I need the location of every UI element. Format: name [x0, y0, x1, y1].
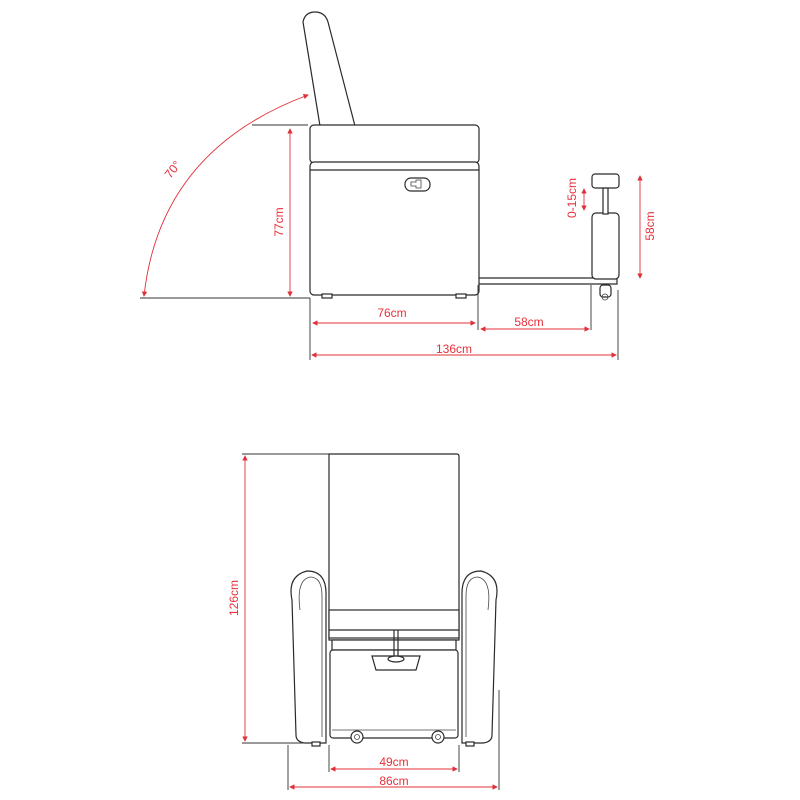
- footrest-height-label: 58cm: [643, 211, 657, 240]
- footrest-rail: [479, 277, 618, 285]
- side-view: 70° 77cm 76cm 58cm 136cm 0-15cm 58cm: [140, 11, 657, 360]
- armrest-left: [290, 570, 327, 744]
- caster-right: [431, 730, 445, 744]
- foot-right: [455, 293, 467, 299]
- footrest-extension-label: 58cm: [514, 315, 543, 329]
- footrest-pad: [591, 173, 620, 189]
- recline-arc: [141, 94, 309, 297]
- seat-height-label: 77cm: [272, 207, 286, 236]
- chair-body-side: [309, 161, 480, 296]
- caster-left: [350, 730, 364, 744]
- backrest-front: [328, 453, 460, 641]
- total-length-label: 136cm: [436, 342, 472, 356]
- front-view: 126cm 49cm 86cm: [227, 453, 500, 790]
- backrest-side: [302, 11, 356, 127]
- seat-width-label: 49cm: [379, 755, 408, 769]
- seat-cushion-side: [309, 124, 480, 164]
- foot-left: [321, 293, 333, 299]
- total-height-label: 126cm: [227, 580, 241, 616]
- caster-icon: [599, 284, 612, 298]
- recline-angle-label: 70°: [162, 158, 184, 181]
- armrest-right: [461, 570, 498, 744]
- footrest-post: [591, 212, 620, 280]
- total-width-label: 86cm: [379, 774, 408, 788]
- seat-depth-label: 76cm: [377, 306, 406, 320]
- mechanism-bracket: [371, 655, 421, 671]
- footrest-adjust-label: 0-15cm: [565, 178, 579, 218]
- lever-icon: [404, 177, 431, 192]
